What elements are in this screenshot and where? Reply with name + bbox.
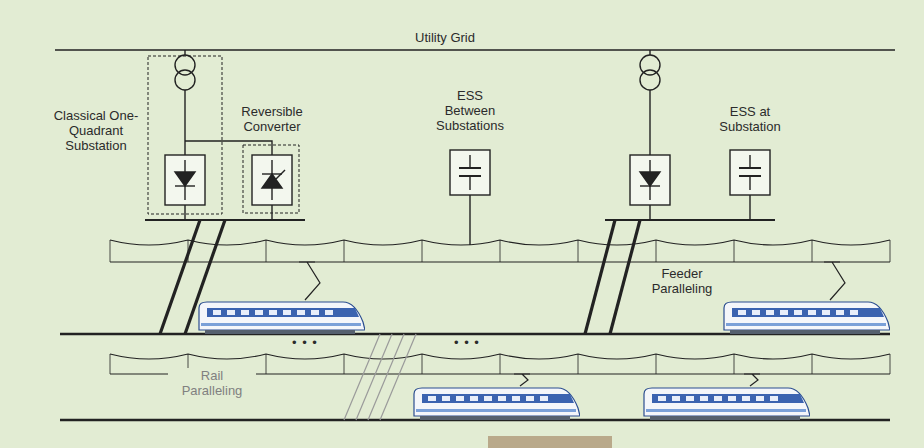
node-text: Reversible Converter [227, 104, 317, 134]
node-text: Classical One-Quadrant Substation [48, 108, 144, 153]
substation-label: Classical One-Quadrant Substation [48, 108, 144, 153]
storage-label: ESS at Substation [705, 104, 795, 134]
converter-label: Reversible Converter [227, 104, 317, 134]
node-text: ESS Between Substations [432, 88, 508, 133]
ellipsis: • • • [452, 336, 482, 350]
ellipsis: • • • [290, 336, 320, 350]
node-text: ESS at Substation [705, 104, 795, 134]
grid-label: Utility Grid [415, 30, 475, 45]
feeder-paralleling-label: Feeder Paralleling [640, 266, 724, 296]
rail-paralleling-label: Rail Paralleling [168, 368, 256, 398]
storage-label: ESS Between Substations [432, 88, 508, 133]
